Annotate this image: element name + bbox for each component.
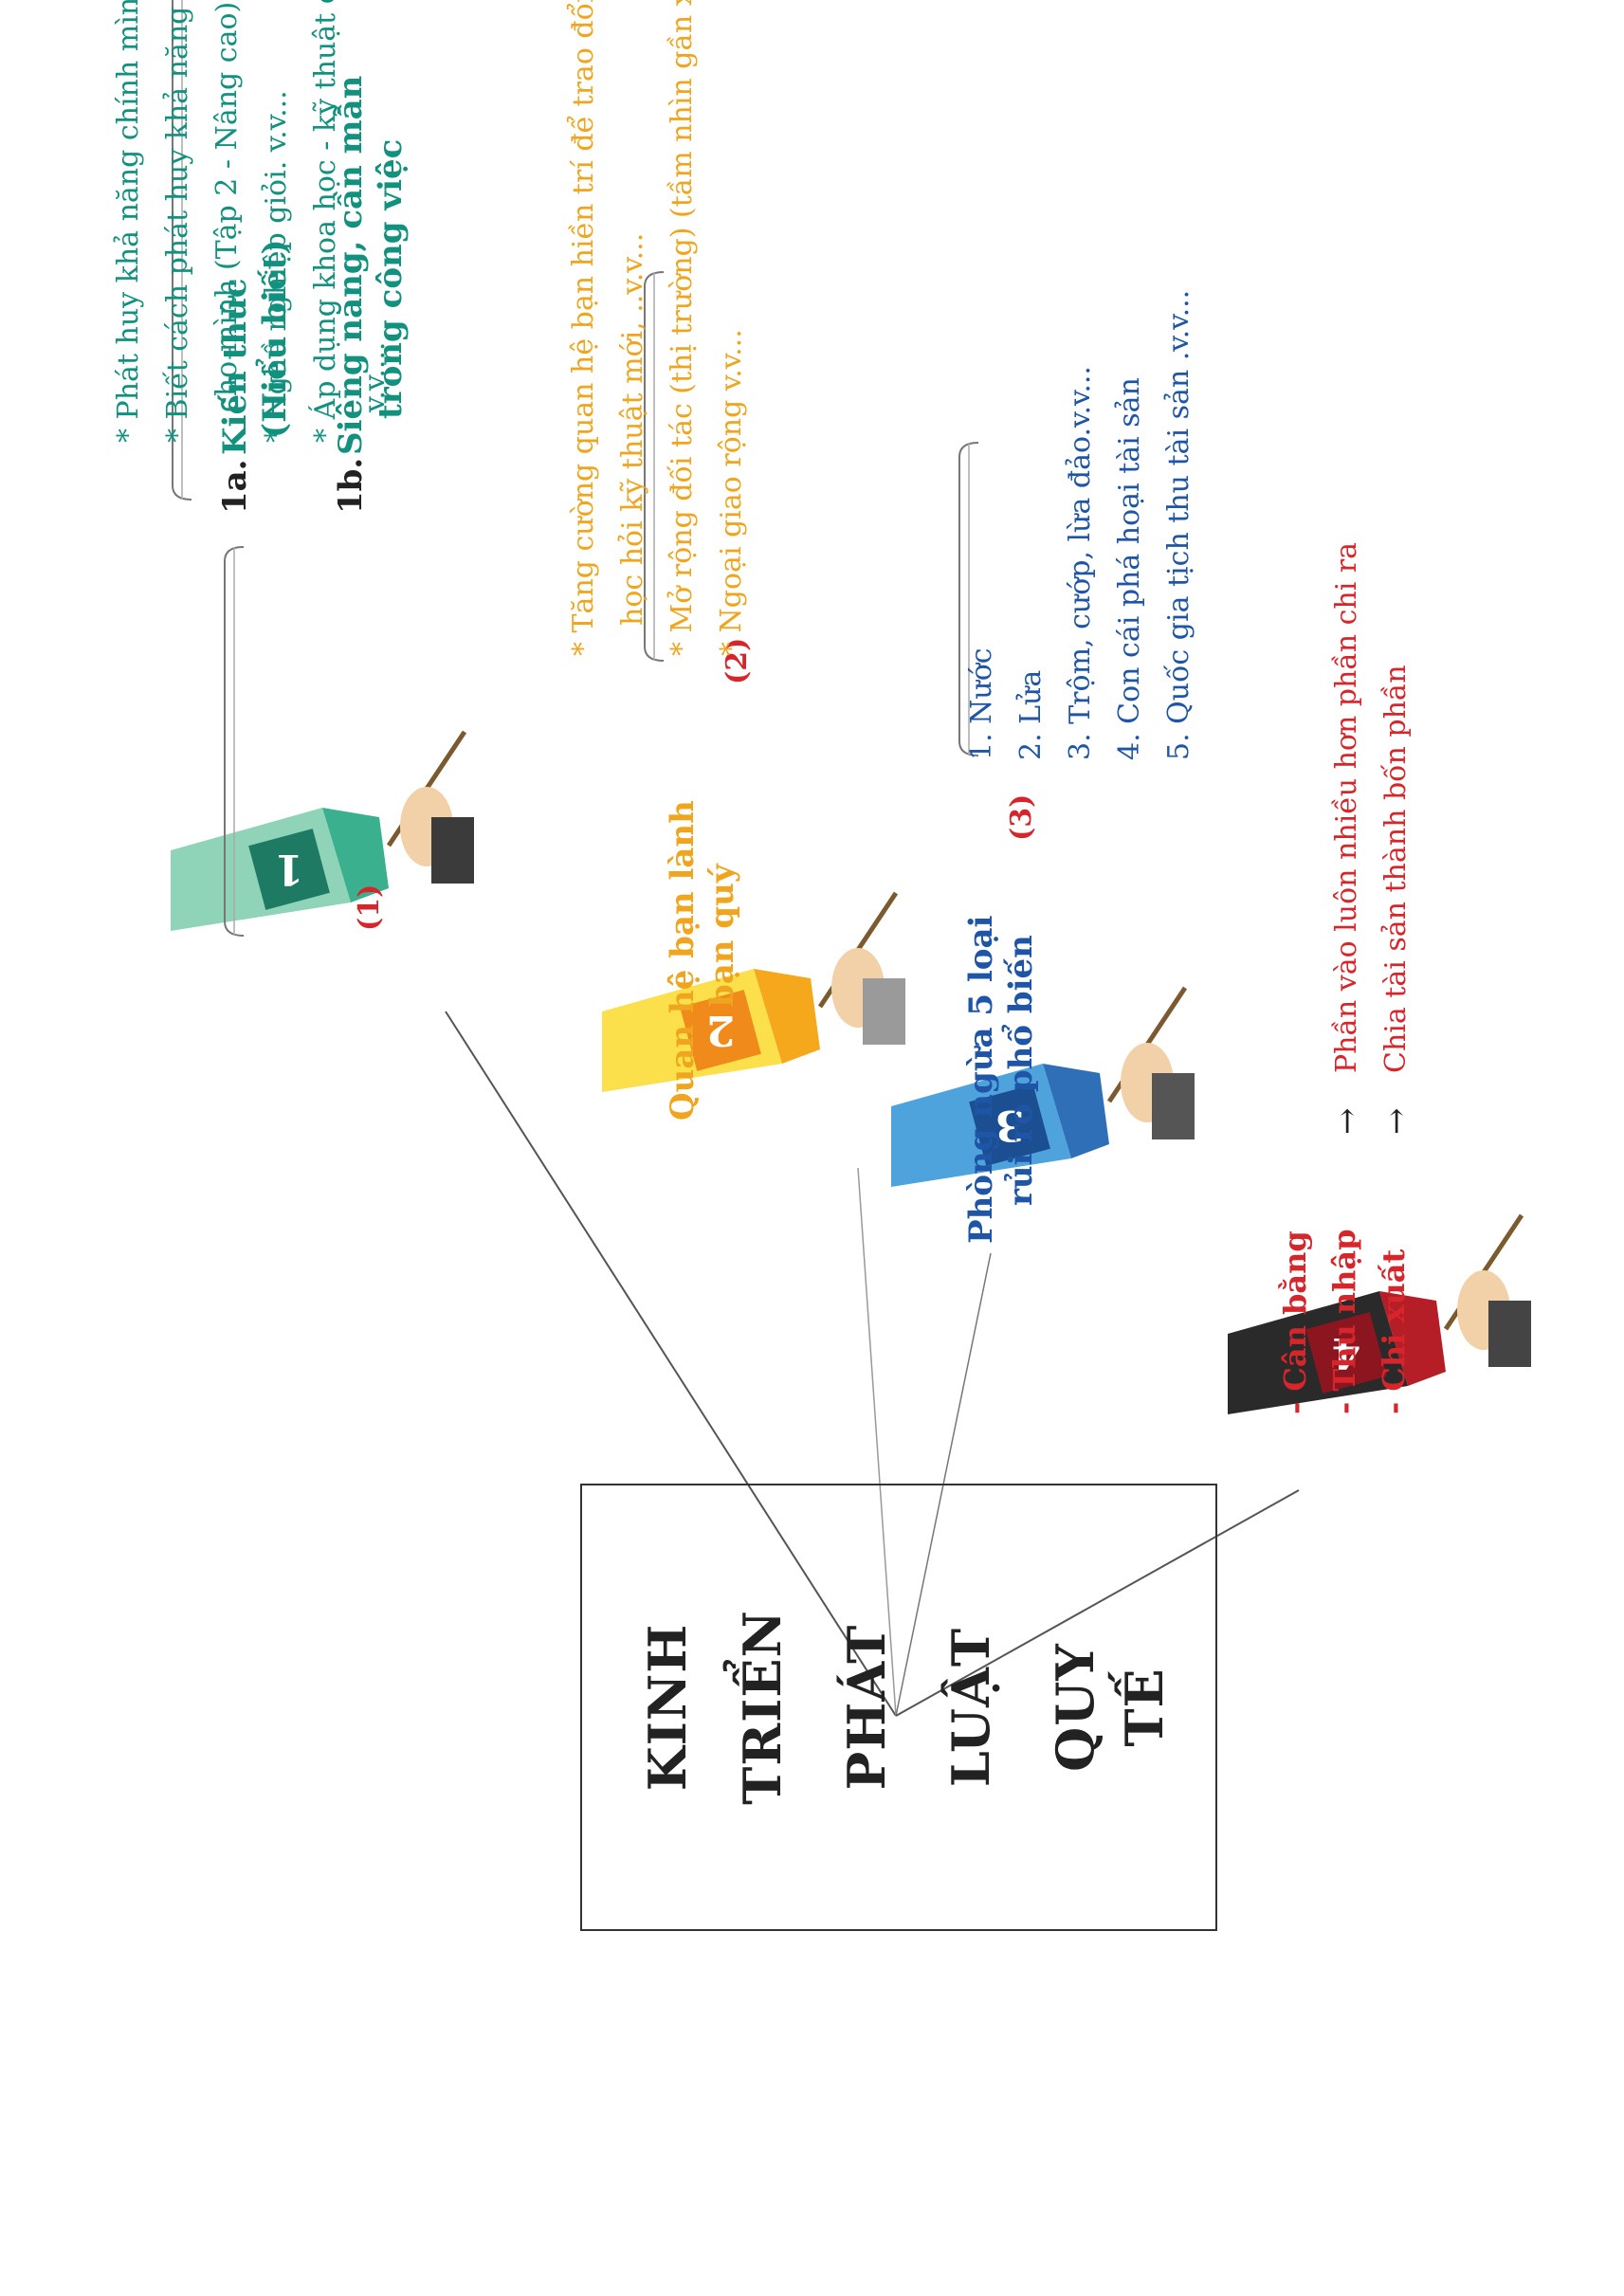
section-4-items: - Cân bằng - Thu nhập - Chi xuất [1270,1229,1418,1414]
dart-3-flight [1043,1064,1109,1158]
section-4-result-1: Phần vào luôn nhiều hơn phần chi ra [1330,541,1363,1073]
arrow-right-icon: → [1378,1107,1415,1136]
title-word-3: PHÁT [836,1624,897,1791]
section-1a-bracket [172,0,192,501]
dart-4-number: 4 [1332,1328,1361,1376]
section-2-item-3: * Ngoại giao rộng v.v... [715,329,748,656]
dart-1-flight [322,808,389,902]
dart-2: 2 [602,891,905,1092]
dart-4: 4 [1228,1213,1531,1414]
section-3-item-2: 2. Lửa [1014,669,1048,760]
dart-1-badge [248,829,330,910]
connector-line-2 [857,1167,897,1717]
dart-4-badge [1305,1312,1387,1394]
dart-3-number: 3 [995,1101,1025,1149]
section-4-arrows: → → [1323,1108,1421,1136]
arrow-right-icon: → [1328,1107,1366,1136]
section-3-item-1: 1. Nước [965,647,998,760]
connector-line-4 [895,1489,1300,1717]
dart-2-badge [680,990,761,1071]
section-3-title-1: Phòng ngừa 5 loại [962,915,1000,1244]
section-3-marker: (3) [1005,793,1038,841]
section-1a-item-1: * Phát huy khả năng chính mình (Tập 2 - … [112,0,145,443]
section-4-result-2: Chia tài sản thành bốn phần [1379,665,1413,1073]
dart-1-sleeve [431,817,474,884]
connector-line-1 [445,1011,897,1717]
bullet-star-icon: * [666,642,699,656]
section-2-item-1-cont: học hỏi kỹ thuật mới, ..v.v... [616,232,649,626]
title-word-5: KINH [637,1623,698,1792]
section-3-items: 1. Nước 2. Lửa 3. Trộm, cướp, lừa đảo.v.… [958,290,1204,760]
section-3-bracket [958,442,979,756]
section-4-results: Phần vào luôn nhiều hơn phần chi ra Chia… [1323,542,1421,1073]
section-4-item-2: - Thu nhập [1326,1229,1362,1414]
section-2-title-1: Quan hệ bạn lành [664,800,702,1121]
dart-3: 3 [891,986,1195,1187]
bullet-star-icon: * [260,428,293,443]
section-1a-item-2: * Biết cách phát huy khả năng những ngườ… [161,0,194,443]
section-3-item-4: 4. Con cái phá hoại tài sản [1113,377,1146,760]
connector-line-3 [895,1252,992,1717]
section-2-item-1: * Tăng cường quan hệ bạn hiền trí để tra… [567,0,600,656]
section-2-items: * Tăng cường quan hệ bạn hiền trí để tra… [559,0,757,656]
section-1b-prefix: 1b. [332,457,370,514]
section-3-item-5: 5. Quốc gia tịch thu tài sản .v.v... [1162,289,1195,760]
section-3-item-3: 3. Trộm, cướp, lừa đảo.v.v... [1064,366,1097,760]
dart-3-badge [969,1084,1050,1166]
title-word-2: LUẬT [940,1627,1001,1788]
section-1a-item-2-cont: cho mình (Tập 2 - Nâng cao) [210,1,244,412]
dart-3-sleeve [1152,1073,1195,1139]
dart-2-sleeve [863,978,905,1045]
dart-2-number: 2 [706,1006,736,1054]
title-word-1: QUY [1045,1643,1105,1772]
title-word-6: TẾ [1114,1667,1175,1747]
section-4-item-1: - Cân bằng [1277,1230,1313,1414]
dart-4-flight [1379,1291,1446,1386]
section-2-item-2: * Mở rộng đối tác (thị trường) (tầm nhìn… [666,0,699,656]
dart-4-sleeve [1488,1301,1531,1367]
bullet-star-icon: * [161,428,194,443]
section-2-bracket [644,271,665,662]
section-1b-title-1: Siêng năng, cần mẫn [332,75,370,455]
bullet-star-icon: * [567,642,600,656]
section-1b-title-2: trong công việc [372,138,410,419]
section-3-title-2: rủi ro phổ biến [1002,935,1040,1206]
section-1-marker: (1) [353,884,386,931]
title-word-4: TRIỂN [732,1610,793,1805]
section-1a-prefix: 1a. [216,459,254,514]
dart-2-flight [754,969,820,1064]
section-1-bracket [224,546,245,937]
section-4-item-3: - Chi xuất [1376,1248,1412,1414]
bullet-star-icon: * [715,642,748,656]
section-1a-item-3: * Nghề nghiệp giỏi. v.v... [260,90,293,443]
dart-1: 1 [171,730,474,931]
section-2-title-2: bạn quý [703,864,741,1007]
bullet-star-icon: * [112,428,145,443]
dart-1-number: 1 [275,845,304,893]
